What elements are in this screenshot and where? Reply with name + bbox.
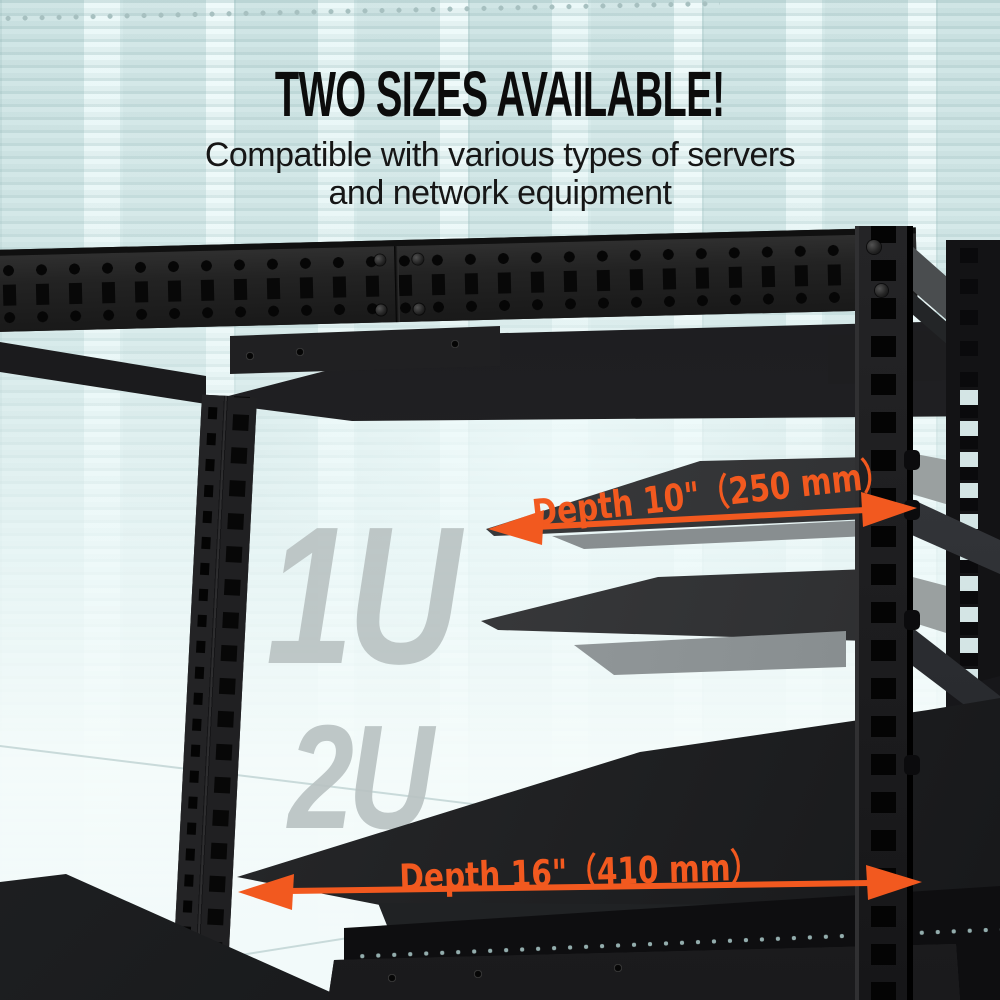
shelf-clip [904, 755, 920, 775]
rack-left-post [174, 394, 257, 951]
screw-icon [375, 304, 387, 316]
subtitle-line-1: Compatible with various types of servers [204, 136, 796, 174]
watermark-1u: 1U [266, 486, 461, 705]
rail-seam [394, 246, 400, 323]
rack-top-front-rail [0, 227, 918, 332]
headline: TWO SIZES AVAILABLE! Compatible with var… [0, 62, 1000, 213]
shelf-clip [904, 500, 920, 520]
screw-icon [867, 240, 881, 254]
shelf-clip [904, 610, 920, 630]
shelf-clip [904, 450, 920, 470]
subtitle: Compatible with various types of servers… [0, 136, 1000, 213]
screw-icon [875, 284, 888, 297]
screw-icon [412, 253, 424, 265]
rack-right-front-post [855, 226, 920, 1000]
screw-icon [413, 303, 425, 315]
page-title: TWO SIZES AVAILABLE! [0, 62, 1000, 126]
rack-vent-holes-top [0, 0, 721, 30]
subtitle-line-2: and network equipment [328, 174, 672, 213]
screw-icon [374, 254, 386, 266]
page-title-text: TWO SIZES AVAILABLE! [275, 58, 725, 130]
